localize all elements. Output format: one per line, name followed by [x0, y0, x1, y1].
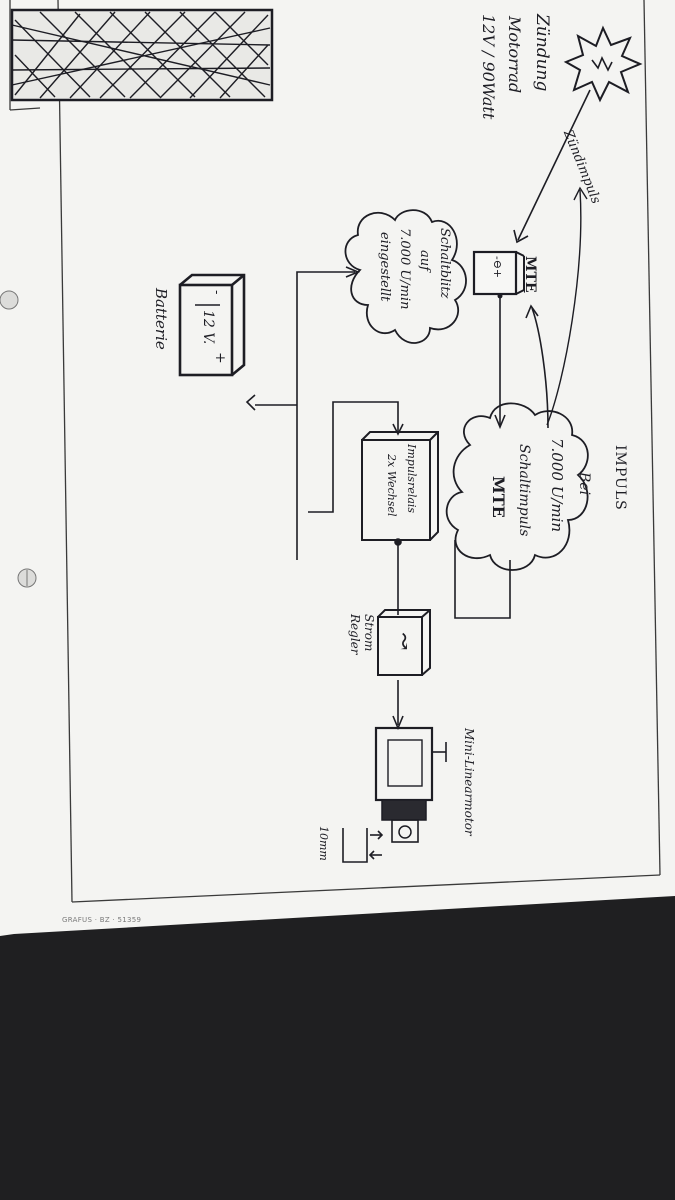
regulator-box	[377, 609, 431, 676]
binder-holes	[0, 290, 37, 588]
battery-name-label: Batterie	[152, 288, 170, 350]
stroke-label: 10mm	[317, 826, 330, 861]
cloud-left-line4: eingestellt	[377, 232, 392, 302]
relay-label-line2: 2x Wechsel	[385, 454, 398, 517]
battery-voltage-label: 12 V.	[200, 310, 216, 345]
cloud-schaltblitz	[344, 209, 467, 344]
spark-icon	[563, 25, 643, 103]
relay-label-line1: Impulsrelais	[405, 444, 418, 514]
form-frame	[9, 0, 661, 903]
mte-symbol-label: -⊖+	[491, 256, 504, 279]
cloud-left-line3: 7.000 U/min	[397, 228, 412, 310]
regulator-label-line1: Strom	[362, 614, 376, 652]
battery-shape	[178, 273, 246, 377]
impuls-heading: IMPULS	[612, 445, 628, 511]
feedback-curve-arrow	[546, 186, 588, 426]
mte-title-label: MTE	[522, 256, 538, 293]
regulator-label-line2: Regler	[348, 614, 362, 655]
cloud-right-line2: 7.000 U/min	[548, 438, 566, 533]
mte-device	[472, 250, 525, 299]
battery-minus-label: -	[209, 290, 224, 295]
form-code: GRAFUS · BZ · 51359	[62, 916, 142, 924]
cloud-right-line3: Schaltimpuls	[516, 444, 532, 537]
cloud-left-line1: Schaltblitz	[437, 228, 452, 299]
relay-box	[361, 431, 439, 541]
battery-plus-label: +	[212, 352, 228, 364]
cloud-right-line4: MTE	[489, 476, 508, 518]
paper-sheet	[0, 0, 675, 936]
linear-motor	[342, 726, 447, 863]
cloud-right-line1: Bei	[576, 472, 592, 496]
hatched-block	[10, 8, 274, 102]
ignition-label-line1: Zündung	[532, 14, 552, 92]
cloud-impuls	[445, 402, 589, 571]
ignition-label-line3: 12V / 90Watt	[479, 14, 498, 120]
wiring	[245, 266, 549, 731]
regulator-symbol: ↝	[391, 632, 416, 651]
motor-label: Mini-Linearmotor	[462, 728, 476, 836]
ignition-label-line2: Motorrad	[505, 16, 524, 94]
ignition-impulse-arrow	[513, 89, 591, 244]
cloud-left-line2: auf	[417, 250, 432, 271]
